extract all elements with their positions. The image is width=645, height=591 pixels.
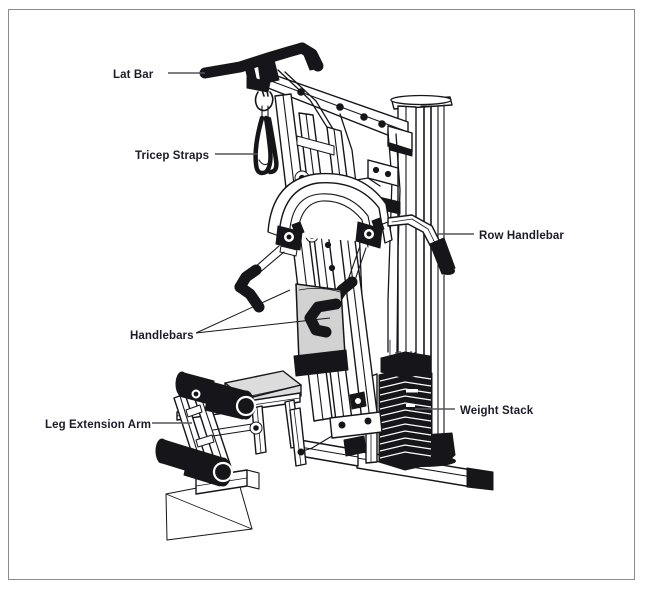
tricep-straps [253, 115, 279, 176]
leg-extension-arm [155, 371, 307, 487]
label-weight-stack: Weight Stack [460, 405, 534, 417]
label-row-handlebar: Row Handlebar [479, 230, 564, 242]
callout-weight-stack: Weight Stack [415, 405, 534, 417]
callout-lat-bar: Lat Bar [113, 69, 205, 81]
callout-handlebars: Handlebars [130, 289, 331, 342]
press-arm-assembly [253, 172, 393, 284]
callout-row-handlebar: Row Handlebar [437, 230, 564, 242]
leader-line-handlebars-upper [195, 289, 291, 334]
row-handlebar [371, 214, 456, 275]
label-lat-bar: Lat Bar [113, 69, 154, 81]
callout-labels: Lat Bar Tricep Straps Row Handlebar Hand… [45, 69, 564, 431]
back-pad [293, 283, 349, 377]
label-tricep-straps: Tricep Straps [135, 150, 209, 162]
lat-bar [199, 42, 324, 121]
machine-illustration [155, 42, 494, 541]
top-boom-arm [246, 59, 413, 157]
leader-line-handlebars-lower [195, 317, 331, 334]
label-leg-extension-arm: Leg Extension Arm [45, 419, 151, 431]
lower-frame-detail [299, 391, 383, 457]
callout-leg-extension-arm: Leg Extension Arm [45, 419, 192, 431]
label-handlebars: Handlebars [130, 330, 194, 342]
callout-tricep-straps: Tricep Straps [135, 150, 258, 162]
